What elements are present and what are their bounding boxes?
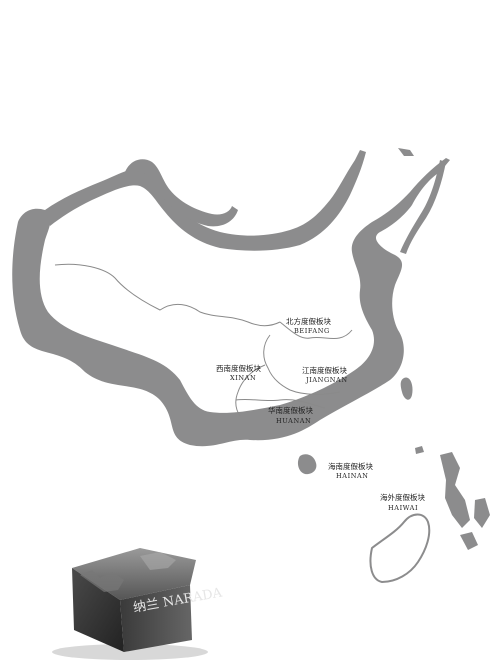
region-label-zh: 江南度假板块 <box>302 365 347 375</box>
region-label-en: BEIFANG <box>294 327 330 335</box>
region-label-en: HUANAN <box>276 417 311 425</box>
region-haiwai[interactable]: 海外度假板块 HAIWAI <box>380 492 425 512</box>
china-border-band <box>12 148 490 584</box>
region-label-en: JIANGNAN <box>305 376 348 384</box>
country-label: 中国 CHINA <box>60 232 156 251</box>
region-label-zh: 北方度假板块 <box>286 316 331 326</box>
region-hainan[interactable]: 海南度假板块 HAINAN <box>328 461 373 480</box>
region-huanan[interactable]: 华南度假板块 HUANAN <box>268 405 313 425</box>
region-jiangnan[interactable]: 江南度假板块 JIANGNAN <box>302 365 348 384</box>
region-label-en: XINAN <box>230 374 256 382</box>
product-stone-block: 纳兰 NARADA <box>52 548 224 660</box>
region-label-en: HAINAN <box>336 472 369 480</box>
region-label-en: HAIWAI <box>388 504 418 512</box>
region-label-zh: 海南度假板块 <box>328 461 373 471</box>
region-label-zh: 海外度假板块 <box>380 492 425 502</box>
region-xinan[interactable]: 西南度假板块 XINAN <box>216 363 261 382</box>
region-beifang[interactable]: 北方度假板块 BEIFANG <box>286 316 331 335</box>
region-label-zh: 华南度假板块 <box>268 405 313 415</box>
region-label-zh: 西南度假板块 <box>216 363 261 373</box>
region-boundaries <box>54 263 353 417</box>
